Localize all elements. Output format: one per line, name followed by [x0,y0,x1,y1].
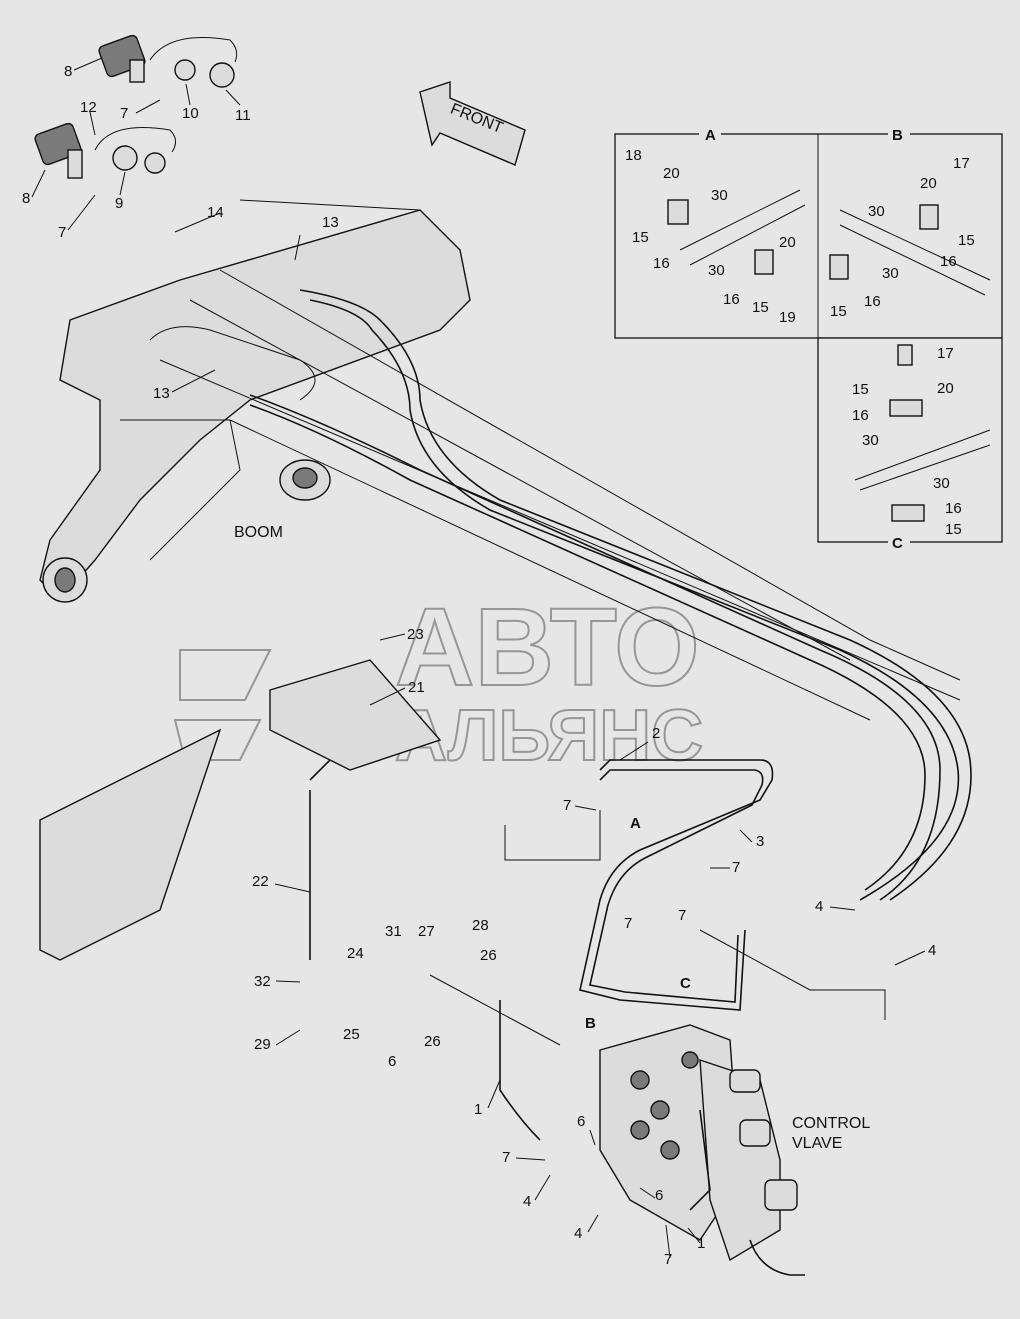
callout-21-b: 20 [779,234,796,251]
callout-9-a: 8 [64,63,72,80]
callout-16-a: 15 [632,229,649,246]
callout-8-f: 7 [678,907,686,924]
callout-1-b: 1 [697,1235,705,1252]
detail-box-c: C [817,337,1003,552]
callout-21-a: 20 [663,165,680,182]
callout-8-a: 7 [120,105,128,122]
callout-16-b: 15 [752,299,769,316]
callout-12: 11 [235,107,251,124]
callout-9-b: 8 [22,190,30,207]
callout-8-h: 7 [664,1251,672,1268]
callout-17-a: 16 [653,255,670,272]
control-valve: CONTROL VLAVE [599,1024,870,1276]
callout-10: 9 [115,195,123,212]
control-valve-label-1: CONTROL [792,1115,870,1132]
callout-3: 3 [756,833,764,850]
callout-27: 6 [388,1053,396,1070]
front-arrow: FRONT [419,81,526,166]
callout-20: 19 [779,309,796,326]
callout-18-a: 17 [953,155,970,172]
boom-label: BOOM [234,524,283,541]
callout-34: 32 [254,973,271,990]
mounting-plate [269,659,442,771]
callout-31: 29 [254,1036,271,1053]
callout-8-b: 7 [58,224,66,241]
detail-box-ab: A B [614,126,1003,339]
callout-8-g: 7 [502,1149,510,1166]
callout-16-f: 15 [945,521,962,538]
watermark-line-1: АВТО [395,586,700,709]
callout-4-b: 4 [928,942,936,959]
callout-16-c: 15 [958,232,975,249]
callout-8-c: 7 [563,797,571,814]
callout-32-b: 30 [708,262,725,279]
detail-title-b: B [892,127,903,144]
section-ref-c: C [680,975,691,992]
callout-17-f: 16 [945,500,962,517]
callout-7-b: 6 [655,1187,663,1204]
callout-26-a: 26 [480,947,497,964]
callout-23: 22 [252,873,269,890]
cab-floor [39,728,222,961]
callout-32-d: 30 [882,265,899,282]
callout-7-a: 6 [577,1113,585,1130]
section-ref-b: B [585,1015,596,1032]
callout-labels: 8 7 10 11 12 8 9 7 14 13 13 18 20 30 15 … [22,63,975,1268]
callout-32-e: 30 [862,432,879,449]
callout-16-d: 15 [830,303,847,320]
callout-33: 31 [385,923,402,940]
detail-title-a: A [705,127,716,144]
control-valve-label-2: VLAVE [792,1135,842,1152]
callout-2: 2 [652,725,660,742]
callout-21-c: 20 [920,175,937,192]
callout-8-d: 7 [732,859,740,876]
pipe-assemblies [309,689,774,1211]
callout-17-c: 16 [940,253,957,270]
callout-29: 27 [418,923,435,940]
callout-17-b: 16 [723,291,740,308]
callout-1-a: 1 [474,1101,482,1118]
watermark-line-2: АЛЬЯНС [395,696,703,776]
callout-17-e: 16 [852,407,869,424]
callout-6-a: 4 [523,1193,531,1210]
watermark-logo: АВТО АЛЬЯНС [173,585,704,777]
detail-title-c: C [892,535,903,552]
callout-15: 14 [207,204,224,221]
callout-13: 12 [80,99,97,116]
callout-8-e: 7 [624,915,632,932]
callout-14-b: 13 [153,385,170,402]
hose-lines [249,289,972,901]
callout-25: 23 [407,626,424,643]
callout-19: 18 [625,147,642,164]
section-ref-a: A [630,815,641,832]
callout-11: 10 [182,105,199,122]
callout-24: 24 [347,945,364,962]
callout-14-a: 13 [322,214,339,231]
callout-18-b: 17 [937,345,954,362]
callout-21-d: 20 [937,380,954,397]
callout-6-b: 4 [574,1225,582,1242]
leader-lines [31,57,926,1259]
callout-30: 28 [472,917,489,934]
callout-4-a: 4 [815,898,823,915]
callout-16-e: 15 [852,381,869,398]
callout-17-d: 16 [864,293,881,310]
callout-22: 21 [408,679,425,696]
callout-32-c: 30 [868,203,885,220]
callout-32-a: 30 [711,187,728,204]
callout-26-b: 26 [424,1033,441,1050]
callout-32-f: 30 [933,475,950,492]
fittings-top-left [34,34,238,179]
callout-28: 25 [343,1026,360,1043]
